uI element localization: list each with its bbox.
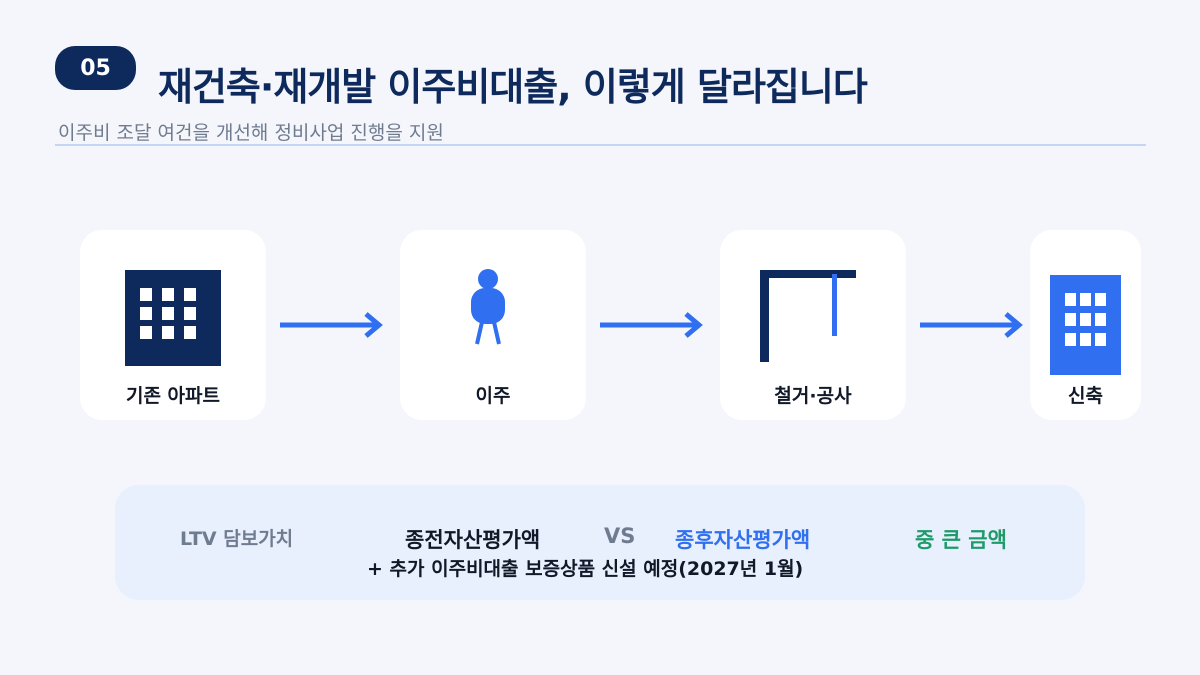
flow-step-new-building: 신축 <box>1030 230 1141 420</box>
person-icon <box>471 269 505 345</box>
page-subtitle: 이주비 조달 여건을 개선해 정비사업 진행을 지원 <box>58 122 444 144</box>
post-project-value-label: 종후자산평가액 <box>675 528 811 552</box>
page-title: 재건축·재개발 이주비대출, 이렇게 달라집니다 <box>158 65 868 109</box>
versus-label: VS <box>604 524 636 548</box>
flow-step-label: 기존 아파트 <box>125 385 220 407</box>
arrow-right-icon <box>280 312 383 338</box>
larger-amount-label: 중 큰 금액 <box>915 528 1007 552</box>
construction-crane-icon <box>760 270 856 362</box>
arrow-right-icon <box>600 312 703 338</box>
apartment-building-icon <box>125 270 221 366</box>
flow-step-construction: 철거·공사 <box>720 230 906 420</box>
header-divider <box>55 144 1146 146</box>
ltv-label: LTV 담보가치 <box>180 528 294 550</box>
flow-step-existing-apartment: 기존 아파트 <box>80 230 266 420</box>
ltv-comparison-panel <box>115 485 1085 600</box>
flow-step-label: 철거·공사 <box>774 385 852 407</box>
flow-step-label: 신축 <box>1068 385 1103 407</box>
new-building-icon <box>1050 275 1121 375</box>
flow-step-label: 이주 <box>475 385 511 407</box>
flow-step-relocation: 이주 <box>400 230 586 420</box>
pre-project-value-label: 종전자산평가액 <box>405 528 541 552</box>
arrow-right-icon <box>920 312 1023 338</box>
new-guarantee-note: + 추가 이주비대출 보증상품 신설 예정(2027년 1월) <box>367 558 804 580</box>
step-number-badge: 05 <box>55 46 136 90</box>
